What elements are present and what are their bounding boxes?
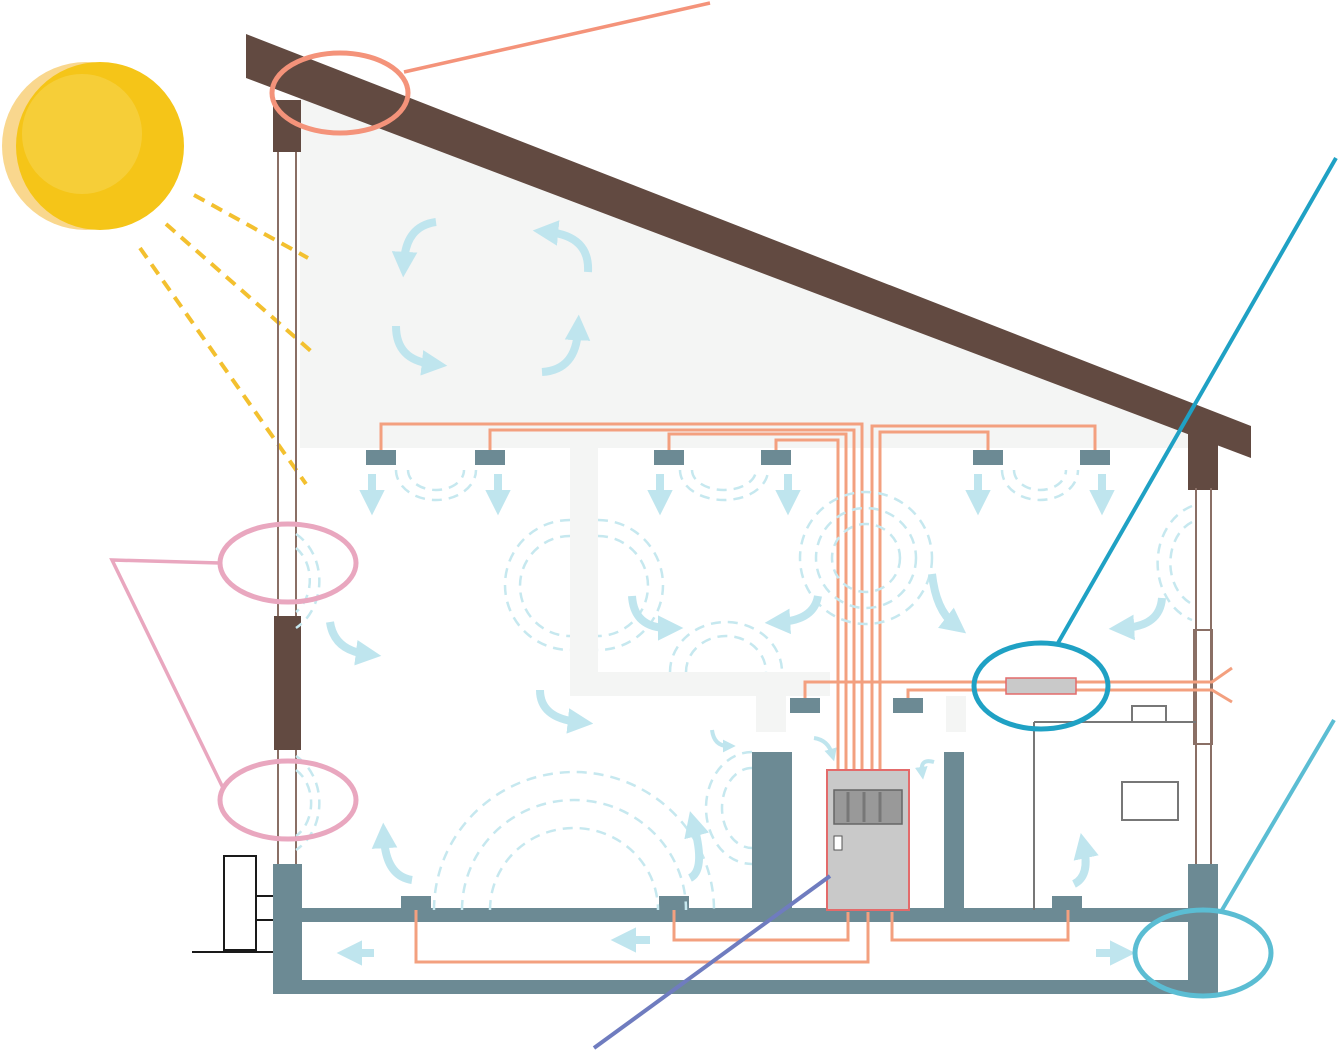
floor-ducts [414,902,1070,964]
partition-wall [570,448,598,696]
window-callout [109,521,359,842]
filter-callout [971,157,1338,732]
partition-wall [570,672,830,696]
partition-wall [756,696,786,732]
sun-rays [138,193,314,486]
left-wall-window [277,150,297,868]
airflow-circulation [295,469,1193,911]
duct-filter [1005,677,1077,695]
roof [246,34,1251,458]
right-wall-window [1193,488,1213,868]
ventilation-unit [826,769,910,911]
unit-callout-line [592,874,832,1050]
sun-icon [2,62,184,230]
right-wall-post-top [1188,418,1218,490]
foundation [273,752,1218,994]
airflow-arrow-icon [326,218,1166,966]
ceiling-ducts [379,422,1233,770]
airflow-arrow-icon [710,729,935,780]
foundation-callout [1132,718,1336,999]
floor-vents [401,896,1082,910]
ceiling-vents [366,450,1110,713]
exterior-step [192,855,273,953]
partition-wall [946,696,966,732]
left-wall-panel [274,616,301,750]
utility-room [1033,705,1196,910]
roof-callout [269,1,711,136]
